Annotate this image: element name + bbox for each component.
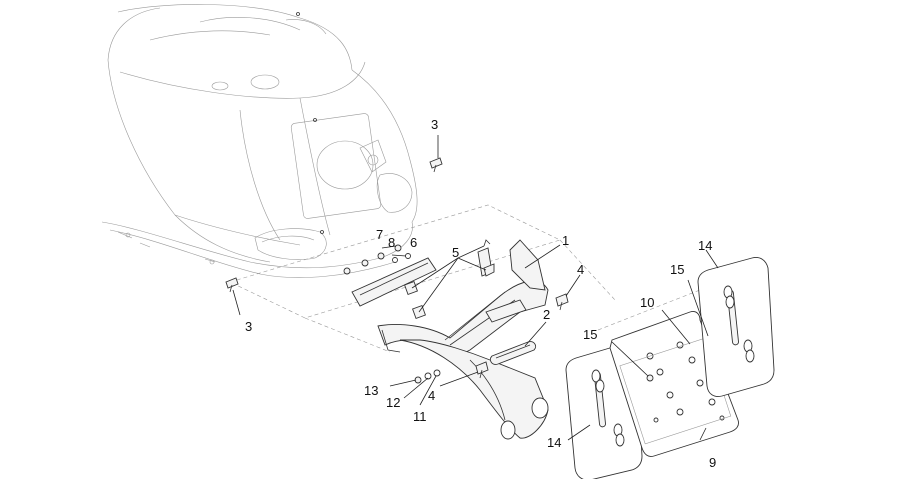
screw-4-lower bbox=[475, 361, 489, 379]
callout-14-right: 14 bbox=[698, 238, 713, 253]
callout-4-right: 4 bbox=[577, 262, 585, 277]
callout-11: 11 bbox=[413, 409, 427, 424]
callout-9: 9 bbox=[709, 455, 717, 470]
screw-3-upper bbox=[429, 157, 443, 173]
leader-lines bbox=[232, 135, 719, 441]
callout-2: 2 bbox=[543, 307, 551, 322]
clips-5 bbox=[477, 239, 495, 277]
callout-1: 1 bbox=[562, 233, 570, 248]
bolt-row bbox=[343, 244, 411, 275]
mudguard-1 bbox=[377, 239, 549, 440]
bracket-6 bbox=[351, 257, 437, 319]
callout-4-lower: 4 bbox=[428, 388, 436, 403]
screw-4-right bbox=[555, 293, 569, 311]
callout-14-left: 14 bbox=[547, 435, 562, 450]
callout-15-left: 15 bbox=[583, 327, 598, 342]
callout-3-upper: 3 bbox=[431, 117, 439, 132]
hardware-11-12-13 bbox=[414, 369, 441, 384]
callout-15-right: 15 bbox=[670, 262, 685, 277]
callout-5: 5 bbox=[452, 245, 460, 260]
scooter-rear-body bbox=[101, 4, 418, 278]
screw-15-left bbox=[646, 374, 654, 382]
callout-12: 12 bbox=[386, 395, 401, 410]
callout-13: 13 bbox=[364, 383, 379, 398]
callout-10: 10 bbox=[640, 295, 655, 310]
callout-7: 7 bbox=[376, 227, 384, 242]
callout-8: 8 bbox=[388, 235, 396, 250]
plate-holder-14-right bbox=[697, 257, 775, 397]
screw-3-lower bbox=[225, 277, 239, 293]
reflector-2 bbox=[489, 341, 537, 365]
callout-3-lower: 3 bbox=[245, 319, 253, 334]
callout-6: 6 bbox=[410, 235, 418, 250]
